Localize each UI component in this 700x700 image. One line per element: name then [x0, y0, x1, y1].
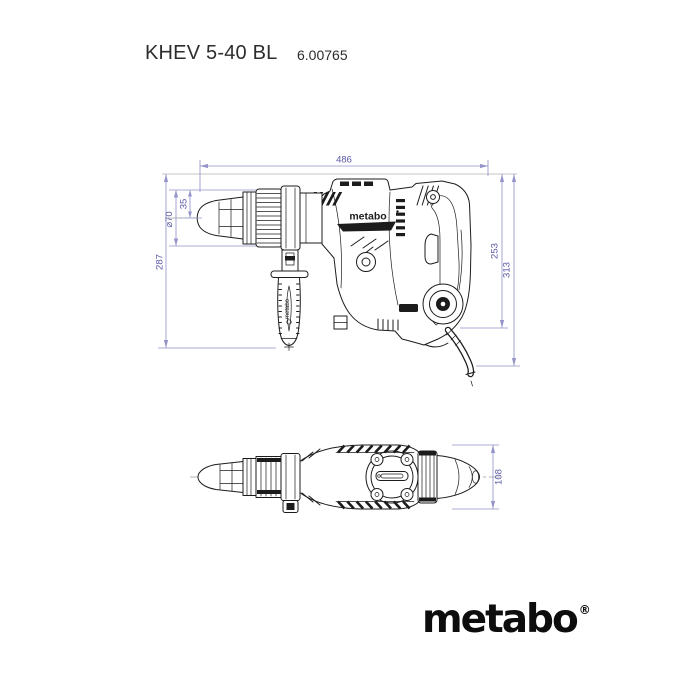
dim-height-with-handle: 287 — [155, 174, 276, 349]
mode-selector-knob — [356, 246, 376, 272]
top-view-drawing — [197, 444, 480, 513]
dim-top-width: 108 — [452, 444, 505, 510]
grip-rib-dashes — [396, 199, 405, 237]
rear-cap — [436, 455, 480, 499]
dim-collar-diameter: ⌀70 — [164, 189, 256, 247]
top-collar-sleeve — [255, 456, 283, 498]
metabo-logo: metabo® — [422, 597, 591, 642]
svg-text:35: 35 — [179, 199, 190, 210]
bottom-vents — [377, 318, 399, 331]
product-model-title: KHEV 5-40 BL — [145, 42, 278, 64]
rear-wheel — [422, 283, 464, 325]
motor-cap — [365, 450, 419, 504]
registered-trademark-icon: ® — [578, 603, 591, 617]
metabo-logo-text: metabo — [422, 597, 579, 642]
top-handle-clamp — [280, 453, 301, 513]
trigger — [424, 233, 439, 265]
chuck-rings — [242, 191, 257, 245]
top-chuck-nose — [197, 461, 244, 493]
rear-bolt — [426, 190, 440, 204]
grip-brand-text: metabo — [285, 298, 291, 319]
dim-collar-top-to-axis: 35 — [179, 190, 202, 219]
svg-text:108: 108 — [494, 469, 505, 485]
barrel — [299, 192, 323, 244]
dim-housing-height: 253 — [460, 174, 508, 329]
article-number: 6.00765 — [297, 47, 348, 63]
svg-text:486: 486 — [336, 155, 352, 166]
dim-overall-length: 486 — [199, 155, 489, 192]
top-vent-slots — [340, 181, 373, 186]
svg-text:⌀70: ⌀70 — [164, 211, 175, 227]
chuck-nose — [196, 196, 244, 240]
collar-sleeve — [255, 188, 283, 248]
side-handle: metabo — [270, 185, 309, 351]
dim-overall-height: 313 — [476, 174, 520, 367]
svg-text:253: 253 — [490, 243, 501, 259]
side-view-drawing: metabo — [196, 178, 476, 387]
power-cord — [444, 326, 476, 387]
svg-text:313: 313 — [502, 262, 513, 278]
dimensions: 486 287 35 ⌀70 — [155, 155, 520, 510]
svg-text:287: 287 — [155, 254, 166, 270]
rear-ring-section — [417, 450, 438, 504]
body-brand-text: metabo — [349, 211, 386, 223]
top-chuck-rings — [242, 458, 257, 496]
